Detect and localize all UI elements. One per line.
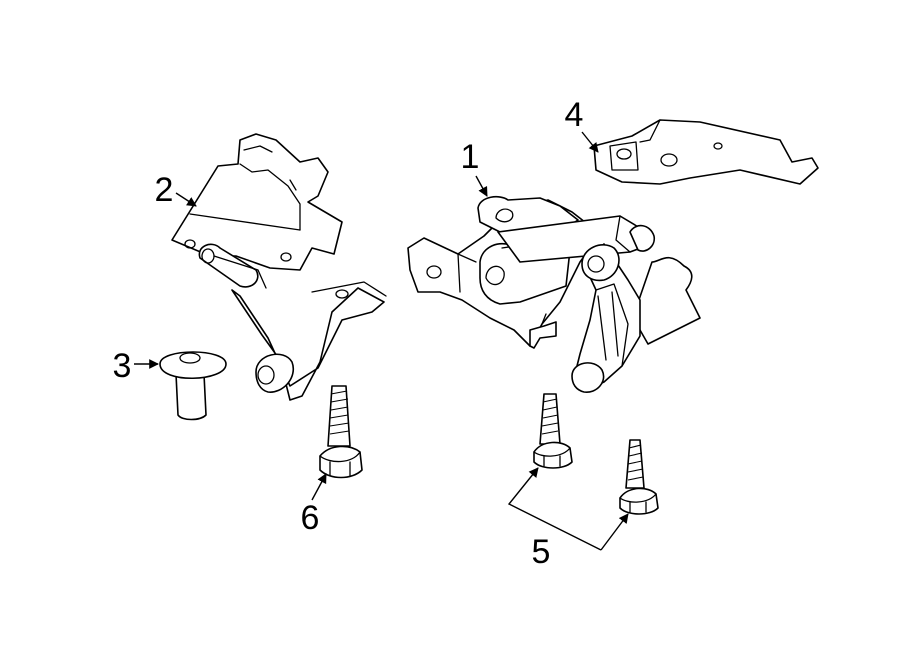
part-3-bushing <box>159 351 227 421</box>
part-6-bolt <box>319 385 363 479</box>
callout-6: 6 <box>301 473 327 537</box>
part-4-bracket <box>593 119 819 185</box>
callout-1: 1 <box>461 138 488 197</box>
callout-label-3: 3 <box>113 347 132 385</box>
callout-3: 3 <box>113 347 159 385</box>
leader-arrow-5b <box>600 513 629 551</box>
leader-arrow-6 <box>311 473 327 501</box>
leader-arrow-5a <box>507 467 602 551</box>
callout-2: 2 <box>155 171 197 209</box>
callout-label-2: 2 <box>155 171 174 209</box>
callout-label-6: 6 <box>301 499 320 537</box>
leader-arrow-4 <box>581 131 599 153</box>
part-5-bolt-left <box>533 393 573 469</box>
part-2-height-sensor-bracket <box>171 133 387 401</box>
leader-arrow-2 <box>175 192 197 207</box>
part-1-height-sensor <box>407 195 701 393</box>
callout-label-4: 4 <box>565 96 584 134</box>
leader-arrow-1 <box>475 175 488 197</box>
callout-5: 5 <box>507 467 629 571</box>
part-5-bolt-right <box>619 439 659 515</box>
callout-label-1: 1 <box>461 138 480 176</box>
callout-4: 4 <box>565 96 599 153</box>
callout-label-5: 5 <box>532 533 551 571</box>
